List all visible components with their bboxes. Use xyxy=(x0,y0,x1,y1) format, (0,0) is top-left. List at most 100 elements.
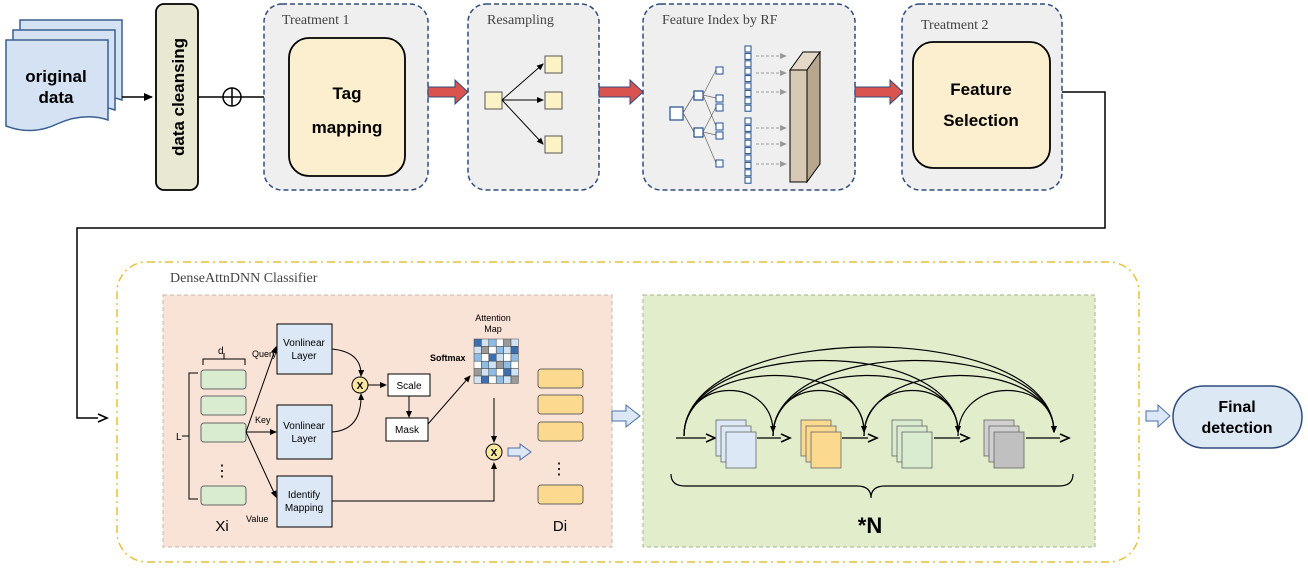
rf-edge xyxy=(702,131,717,164)
query-to-mult-arrow xyxy=(331,348,365,377)
tag-mapping-label-2: mapping xyxy=(312,118,383,137)
key-label: Key xyxy=(255,415,271,425)
branch-arrow xyxy=(501,63,544,101)
dense-skip-arc xyxy=(683,359,961,437)
input-vector xyxy=(200,395,247,416)
dense-skip-arc xyxy=(957,389,1057,437)
rf-sub-node xyxy=(715,131,724,140)
final-detection-box: Final detection xyxy=(1172,385,1303,449)
original-data-label-2: data xyxy=(39,88,75,107)
sample-square xyxy=(544,135,563,154)
attention-cell xyxy=(473,346,482,355)
attention-cell xyxy=(510,375,519,384)
query-label: Query xyxy=(252,349,277,359)
red-arrow-2 xyxy=(598,78,644,106)
input-vector xyxy=(200,369,247,390)
key-to-mult-arrow xyxy=(331,393,365,433)
feature-selection-label-1: Feature xyxy=(950,80,1011,99)
output-vector xyxy=(537,421,584,442)
rf-leaf-node xyxy=(744,52,752,60)
final-detection-label-1: Final xyxy=(1218,399,1255,416)
rf-bar-side xyxy=(806,50,821,184)
output-vector xyxy=(537,394,584,415)
attention-map-label-2: Map xyxy=(484,324,502,334)
attention-cell xyxy=(510,360,519,369)
rf-edge xyxy=(702,106,717,133)
rf-leaf-node xyxy=(744,154,752,162)
sample-square xyxy=(544,55,563,74)
rf-leaf-node xyxy=(744,67,752,75)
final-detection-label-2: detection xyxy=(1201,420,1272,437)
rf-leaf-node xyxy=(744,117,752,125)
dense-layer-stack xyxy=(901,431,933,469)
dense-panel: *N xyxy=(642,294,1096,548)
rf-leaf-node xyxy=(744,97,752,105)
red-arrow-1 xyxy=(427,78,469,106)
attention-cell xyxy=(481,360,490,369)
rf-bar xyxy=(789,69,808,183)
original-data-icon: original data xyxy=(5,19,123,132)
attention-cell xyxy=(473,360,482,369)
nonlinear-layer-query-label-1: Vonlinear xyxy=(283,338,325,349)
feature-selection-label-2: Selection xyxy=(943,111,1019,130)
attention-cell xyxy=(473,353,482,362)
dense-layer-stack xyxy=(993,431,1025,469)
attention-cell xyxy=(488,368,497,377)
attention-map-label-1: Attention xyxy=(475,313,511,323)
rf-sub-node xyxy=(715,159,724,168)
attention-map-grid xyxy=(473,338,519,384)
rf-leaf-node xyxy=(744,45,752,53)
rf-tree xyxy=(669,45,787,184)
treatment1-panel: Treatment 1 Tag mapping xyxy=(263,3,429,191)
attention-cell xyxy=(495,375,504,384)
attention-panel: ⋮ L d Xi Query Key Value Vonlinear Layer… xyxy=(162,294,613,548)
dense-layer-stacks xyxy=(715,419,1025,469)
attention-cell xyxy=(481,368,490,377)
output-ellipsis: ⋮ xyxy=(551,461,567,478)
rf-leaf-node xyxy=(744,75,752,83)
attention-cell xyxy=(488,346,497,355)
hollow-arrow xyxy=(611,403,641,429)
attention-cell xyxy=(510,346,519,355)
attention-cell xyxy=(503,346,512,355)
rf-edge xyxy=(702,69,717,96)
input-ellipsis: ⋮ xyxy=(214,463,230,480)
source-square xyxy=(484,91,503,110)
data-cleansing-box: data cleansing xyxy=(155,3,199,191)
output-vector xyxy=(537,484,584,505)
attention-cell xyxy=(503,360,512,369)
rf-sub-node xyxy=(715,103,724,112)
tag-mapping-label-1: Tag xyxy=(333,84,362,103)
nonlinear-layer-key-label-2: Layer xyxy=(291,434,317,445)
sample-square xyxy=(544,91,563,110)
value-to-mult-arrow xyxy=(332,462,497,502)
attention-cell xyxy=(488,338,497,347)
rf-edge xyxy=(702,94,717,99)
rf-leaf-node xyxy=(744,124,752,132)
original-data-label-1: original xyxy=(25,67,86,86)
rf-leaf-node xyxy=(744,176,752,184)
treatment1-title: Treatment 1 xyxy=(282,13,350,28)
attention-cell xyxy=(510,368,519,377)
di-label: Di xyxy=(553,518,567,535)
input-vector xyxy=(200,422,247,443)
attention-cell xyxy=(510,353,519,362)
identity-mapping-box xyxy=(276,475,333,528)
attention-cell xyxy=(495,368,504,377)
attention-cell xyxy=(503,375,512,384)
d-label: d xyxy=(218,346,224,357)
data-cleansing-label: data cleansing xyxy=(169,38,188,156)
rf-edge xyxy=(682,94,695,114)
hollow-arrow xyxy=(507,443,532,461)
output-vector xyxy=(537,368,584,389)
attention-cell xyxy=(495,338,504,347)
rf-edge xyxy=(682,112,695,133)
l-label: L xyxy=(176,432,182,443)
attention-cell xyxy=(488,375,497,384)
attention-cell xyxy=(481,375,490,384)
attention-cell xyxy=(473,375,482,384)
rf-edge xyxy=(702,131,717,136)
mask-box xyxy=(385,417,429,442)
